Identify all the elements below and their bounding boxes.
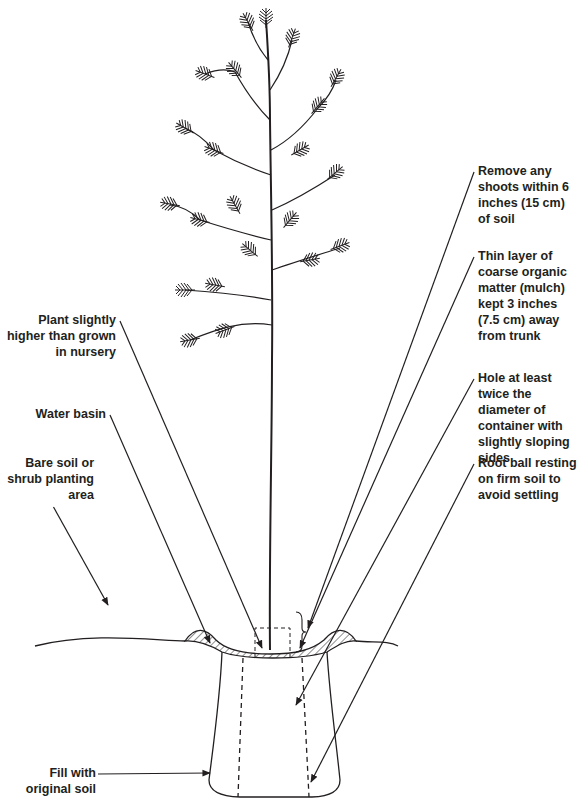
branches — [170, 22, 340, 340]
leaf-frond — [288, 139, 312, 161]
part-label: Bare soil or shrub planting area — [4, 455, 94, 503]
leaf-frond — [299, 251, 321, 268]
leader-line — [110, 415, 210, 643]
leaf-frond — [213, 320, 237, 340]
root-ball-edge — [238, 658, 243, 797]
leaf-frond — [306, 94, 330, 118]
leaf-frond — [237, 10, 259, 34]
leaf-frond — [202, 140, 226, 160]
leaf-frond — [173, 117, 197, 139]
foliage — [159, 8, 352, 349]
leaf-frond — [159, 195, 181, 212]
leaf-frond — [223, 58, 247, 82]
note-label: Root ball resting on firm soil to avoid … — [478, 455, 580, 503]
leaf-frond — [179, 331, 201, 348]
tree — [170, 20, 340, 650]
note-label: Remove any shoots within 6 inches (15 cm… — [478, 163, 580, 227]
leader-lines — [54, 172, 475, 782]
leader-line — [296, 379, 474, 705]
ground-line — [356, 641, 398, 646]
leaf-frond — [282, 26, 302, 50]
planting-hole — [209, 652, 340, 797]
leaf-frond — [259, 8, 273, 28]
root-ball-edge — [302, 658, 309, 797]
note-label: Plant slightly higher than grown in nurs… — [4, 312, 116, 360]
leader-line — [98, 773, 210, 774]
leaf-frond — [189, 211, 212, 230]
leaf-frond — [278, 208, 302, 232]
leaf-frond — [328, 236, 352, 256]
leaf-frond — [204, 276, 226, 293]
leader-line — [300, 257, 474, 648]
leader-line — [311, 464, 474, 782]
note-label: Fill with original soil — [4, 765, 96, 797]
note-label: Hole at least twice the diameter of cont… — [478, 370, 580, 466]
leaf-frond — [224, 193, 246, 217]
leaf-frond — [238, 238, 262, 262]
note-label: Thin layer of coarse organic matter (mul… — [478, 248, 580, 344]
leaf-frond — [175, 283, 195, 297]
trunk — [266, 20, 272, 650]
part-label: Water basin — [4, 406, 106, 422]
leaf-frond — [193, 64, 217, 84]
leader-line — [54, 507, 109, 605]
leaf-frond — [325, 66, 347, 90]
ground-line — [35, 638, 185, 646]
leader-line — [308, 172, 474, 628]
leaf-frond — [323, 161, 347, 185]
